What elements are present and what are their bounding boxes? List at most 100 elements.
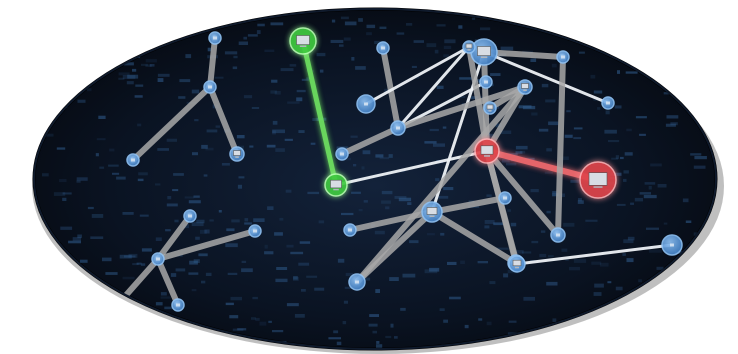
node-n9[interactable] bbox=[356, 94, 376, 114]
node-n14[interactable] bbox=[479, 75, 493, 89]
node-n2[interactable] bbox=[203, 80, 217, 94]
node-n21[interactable] bbox=[474, 138, 500, 164]
node-n31[interactable] bbox=[483, 101, 497, 115]
noise-dash bbox=[551, 334, 561, 338]
node-n19[interactable] bbox=[556, 50, 570, 64]
noise-dash bbox=[53, 192, 66, 196]
noise-dash bbox=[67, 56, 77, 60]
node-n17[interactable] bbox=[248, 224, 262, 238]
node-n4[interactable] bbox=[229, 146, 245, 162]
noise-dash bbox=[548, 255, 554, 258]
noise-dash bbox=[665, 123, 676, 127]
noise-dash bbox=[118, 77, 125, 80]
noise-dash bbox=[333, 330, 339, 334]
noise-dash bbox=[255, 317, 260, 321]
node-n25[interactable] bbox=[348, 273, 366, 291]
noise-dash bbox=[510, 222, 517, 227]
noise-dash bbox=[200, 229, 207, 234]
node-n16[interactable] bbox=[421, 201, 443, 223]
noise-dash bbox=[650, 163, 662, 167]
noise-dash bbox=[157, 78, 164, 82]
noise-dash bbox=[68, 240, 81, 244]
computer-icon bbox=[588, 172, 608, 186]
noise-dash bbox=[394, 196, 407, 199]
noise-dash bbox=[353, 164, 357, 167]
node-n23[interactable] bbox=[343, 223, 357, 237]
node-n29[interactable] bbox=[508, 255, 526, 273]
noise-dash bbox=[358, 18, 363, 22]
noise-dash bbox=[225, 302, 234, 306]
noise-dash bbox=[270, 22, 284, 26]
noise-dash bbox=[160, 292, 167, 296]
node-n24[interactable] bbox=[550, 227, 566, 243]
noise-dash bbox=[343, 300, 348, 304]
noise-dash bbox=[314, 287, 325, 291]
noise-dash bbox=[350, 135, 358, 138]
noise-dash bbox=[124, 255, 136, 258]
noise-dash bbox=[67, 315, 81, 318]
noise-dash bbox=[458, 25, 463, 29]
noise-dash bbox=[657, 184, 667, 188]
noise-dash bbox=[351, 57, 355, 61]
noise-dash bbox=[83, 341, 87, 344]
noise-dash bbox=[390, 323, 394, 328]
node-n15[interactable] bbox=[498, 191, 512, 205]
node-n6[interactable] bbox=[324, 173, 348, 197]
node-n27[interactable] bbox=[151, 252, 165, 266]
noise-dash bbox=[666, 115, 679, 119]
node-n7[interactable] bbox=[183, 209, 197, 223]
noise-dash bbox=[128, 253, 138, 258]
noise-dash bbox=[406, 23, 413, 26]
noise-dash bbox=[64, 26, 78, 30]
edge-white bbox=[482, 50, 610, 105]
noise-dash bbox=[230, 296, 242, 301]
node-n18[interactable] bbox=[517, 79, 533, 95]
noise-dash bbox=[381, 190, 393, 195]
node-n30[interactable] bbox=[661, 234, 683, 256]
node-n22[interactable] bbox=[579, 161, 617, 199]
noise-dash bbox=[644, 53, 655, 57]
noise-dash bbox=[188, 272, 199, 275]
noise-dash bbox=[460, 260, 465, 264]
noise-dash bbox=[72, 237, 81, 242]
node-n5[interactable] bbox=[289, 27, 317, 55]
noise-dash bbox=[109, 148, 115, 152]
noise-dash bbox=[486, 194, 492, 197]
noise-dash bbox=[443, 187, 454, 191]
node-n11[interactable] bbox=[390, 120, 406, 136]
noise-dash bbox=[426, 43, 437, 48]
noise-dash bbox=[174, 219, 179, 223]
node-n1[interactable] bbox=[208, 31, 222, 45]
noise-dash bbox=[433, 143, 445, 147]
edge-gray bbox=[354, 209, 435, 285]
noise-dash bbox=[296, 89, 306, 93]
node-n3[interactable] bbox=[126, 153, 140, 167]
noise-dash bbox=[60, 88, 73, 91]
noise-dash bbox=[149, 64, 155, 67]
noise-dash bbox=[274, 91, 281, 95]
node-n8[interactable] bbox=[376, 41, 390, 55]
noise-dash bbox=[340, 16, 349, 20]
noise-dash bbox=[694, 288, 702, 292]
node-n12[interactable] bbox=[335, 147, 349, 161]
node-n13[interactable] bbox=[462, 40, 476, 54]
noise-dash bbox=[60, 25, 73, 28]
noise-dash bbox=[686, 73, 695, 78]
node-n32[interactable] bbox=[171, 298, 185, 312]
node-n20[interactable] bbox=[601, 96, 615, 110]
noise-dash bbox=[626, 258, 634, 263]
noise-dash bbox=[231, 219, 240, 223]
device-icon bbox=[561, 55, 565, 59]
noise-dash bbox=[615, 155, 619, 159]
node-n10[interactable] bbox=[470, 38, 498, 66]
noise-dash bbox=[90, 236, 104, 239]
device-icon bbox=[188, 214, 192, 218]
edge-white bbox=[515, 243, 674, 266]
device-icon bbox=[176, 303, 180, 307]
noise-dash bbox=[566, 110, 571, 113]
noise-dash bbox=[62, 192, 72, 195]
noise-dash bbox=[573, 127, 583, 130]
noise-dash bbox=[101, 327, 108, 330]
noise-dash bbox=[192, 17, 202, 20]
noise-dash bbox=[77, 234, 82, 239]
